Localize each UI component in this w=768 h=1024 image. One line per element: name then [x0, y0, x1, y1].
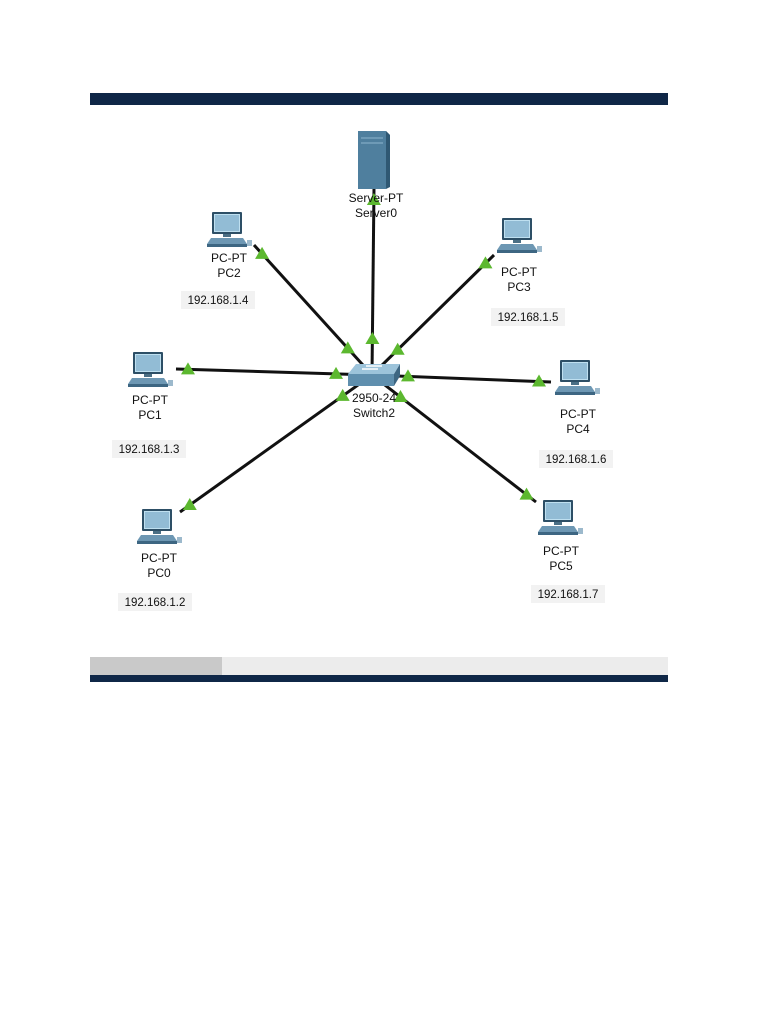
pc-icon[interactable] — [497, 218, 542, 253]
link-status-up-icon — [365, 332, 380, 345]
device-type-label: Server-PT — [349, 191, 404, 205]
link-pc4-switch2[interactable] — [371, 369, 552, 387]
device-name-label: PC4 — [566, 422, 590, 436]
switch-icon[interactable] — [348, 364, 400, 386]
links-layer — [175, 187, 552, 514]
nodes-layer — [128, 131, 600, 544]
pc-icon[interactable] — [128, 352, 173, 387]
device-name-label: PC3 — [507, 280, 531, 294]
ip-address-note[interactable]: 192.168.1.6 — [539, 450, 613, 468]
link-status-up-icon — [335, 388, 350, 401]
ip-address-text: 192.168.1.5 — [498, 312, 559, 324]
link-pc0-switch2[interactable] — [179, 373, 373, 514]
device-type-label: PC-PT — [560, 407, 597, 421]
link-server0-switch2[interactable] — [365, 187, 381, 376]
pc-icon[interactable] — [137, 509, 182, 544]
link-status-up-icon — [180, 362, 195, 375]
link-pc5-switch2[interactable] — [371, 373, 537, 504]
pc-icon[interactable] — [538, 500, 583, 535]
ip-address-text: 192.168.1.4 — [188, 295, 249, 307]
link-cable[interactable] — [175, 367, 373, 377]
link-status-up-icon — [532, 374, 547, 387]
link-status-up-icon — [366, 192, 381, 205]
ip-address-text: 192.168.1.7 — [538, 589, 599, 601]
link-status-up-icon — [182, 498, 197, 511]
device-name-label: PC5 — [549, 559, 573, 573]
device-type-label: PC-PT — [211, 251, 248, 265]
link-cable[interactable] — [252, 243, 374, 377]
link-status-up-icon — [329, 366, 344, 379]
link-status-up-icon — [390, 342, 405, 355]
device-type-label: PC-PT — [501, 265, 538, 279]
device-name-label: Server0 — [355, 206, 397, 220]
horizontal-scrollbar[interactable] — [90, 657, 668, 675]
ip-address-note[interactable]: 192.168.1.5 — [491, 308, 565, 326]
ip-address-note[interactable]: 192.168.1.4 — [181, 291, 255, 309]
device-name-label: PC2 — [217, 266, 241, 280]
ip-address-note[interactable]: 192.168.1.3 — [112, 440, 186, 458]
link-status-up-icon — [478, 256, 493, 269]
device-name-label: Switch2 — [353, 406, 395, 420]
link-status-up-icon — [400, 369, 415, 382]
link-status-up-icon — [340, 341, 355, 354]
device-type-label: 2950-24 — [352, 391, 396, 405]
topology-diagram: Server-PTServer02950-24Switch2PC-PTPC019… — [112, 131, 613, 611]
link-cable[interactable] — [371, 373, 552, 384]
link-status-up-icon — [519, 487, 534, 500]
scrollbar-thumb[interactable] — [90, 657, 222, 675]
ip-address-note[interactable]: 192.168.1.7 — [531, 585, 605, 603]
ip-address-text: 192.168.1.2 — [125, 597, 186, 609]
device-name-label: PC0 — [147, 566, 171, 580]
server-icon[interactable] — [358, 131, 390, 189]
link-pc2-switch2[interactable] — [252, 243, 374, 377]
ip-address-note[interactable]: 192.168.1.2 — [118, 593, 192, 611]
device-type-label: PC-PT — [543, 544, 580, 558]
link-cable[interactable] — [371, 373, 537, 504]
ip-address-text: 192.168.1.3 — [119, 444, 180, 456]
ip-address-text: 192.168.1.6 — [546, 454, 607, 466]
device-type-label: PC-PT — [132, 393, 169, 407]
pc-icon[interactable] — [555, 360, 600, 395]
link-pc1-switch2[interactable] — [175, 362, 373, 379]
device-name-label: PC1 — [138, 408, 162, 422]
link-cable[interactable] — [370, 253, 496, 377]
link-pc3-switch2[interactable] — [370, 253, 496, 377]
pc-icon[interactable] — [207, 212, 252, 247]
link-status-up-icon — [255, 246, 270, 259]
frame-bottom-bar — [90, 675, 668, 682]
link-status-up-icon — [393, 390, 408, 403]
frame-top-bar — [90, 93, 668, 105]
device-type-label: PC-PT — [141, 551, 178, 565]
labels-layer: Server-PTServer02950-24Switch2PC-PTPC019… — [112, 191, 613, 611]
